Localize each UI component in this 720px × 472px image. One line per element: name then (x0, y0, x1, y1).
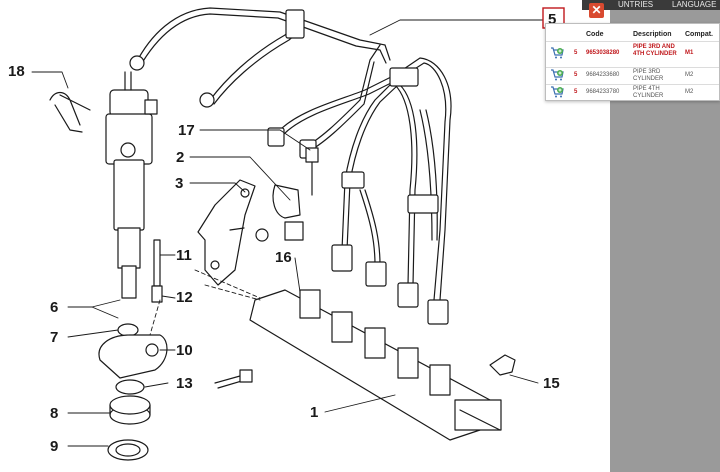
row-description: PIPE 4TH CYLINDER (633, 86, 664, 99)
header-description: Description (633, 31, 672, 38)
callout-11[interactable]: 11 (176, 247, 192, 264)
guide-lines (149, 269, 261, 336)
callout-1[interactable]: 1 (310, 404, 318, 421)
callout-15[interactable]: 15 (543, 375, 560, 392)
o-ring (115, 379, 145, 395)
row-code: 9684233680 (586, 72, 620, 78)
nav-countries[interactable]: UNTRIES (618, 0, 654, 9)
divider (546, 41, 719, 42)
callout-12[interactable]: 12 (176, 289, 193, 306)
pipe-sleeves (129, 9, 449, 325)
callout-10[interactable]: 10 (176, 342, 193, 359)
callout-17[interactable]: 17 (178, 122, 195, 139)
seal (107, 439, 149, 461)
washer (117, 323, 139, 337)
callout-5[interactable]: 5 (548, 11, 556, 28)
add-to-cart-icon[interactable] (550, 69, 564, 81)
clip (49, 91, 91, 133)
rail-bolt (214, 354, 516, 389)
bracket (197, 179, 256, 286)
callout-8[interactable]: 8 (50, 405, 58, 422)
row-description: PIPE 3RD AND 4TH CYLINDER (633, 44, 677, 57)
divider (546, 84, 719, 85)
nut (109, 395, 151, 425)
callout-18[interactable]: 18 (8, 63, 25, 80)
nav-language[interactable]: LANGUAGE (672, 0, 717, 9)
callout-16[interactable]: 16 (275, 249, 292, 266)
add-to-cart-icon[interactable] (550, 86, 564, 98)
row-description: PIPE 3RD CYLINDER (633, 69, 664, 82)
injector[interactable] (105, 71, 158, 299)
row-qty: 5 (574, 50, 578, 56)
row-qty: 5 (574, 89, 578, 95)
callout-13[interactable]: 13 (176, 375, 193, 392)
row-compat: M2 (685, 72, 694, 78)
row-qty: 5 (574, 72, 578, 78)
bolt (151, 239, 163, 303)
leader-lines (31, 19, 544, 447)
stud-group (229, 147, 319, 242)
parts-diagram: 18 17 2 3 11 6 12 7 10 13 8 9 16 1 15 5 (8, 7, 565, 461)
add-to-cart-icon[interactable] (550, 47, 564, 59)
callout-3[interactable]: 3 (175, 175, 183, 192)
callout-9[interactable]: 9 (50, 438, 58, 455)
row-code: 9684233780 (586, 89, 620, 95)
top-navigation: UNTRIES LANGUAGE (582, 0, 720, 10)
divider (546, 67, 719, 68)
callout-7[interactable]: 7 (50, 329, 58, 346)
row-code: 9653038280 (586, 50, 620, 56)
clamp (98, 334, 168, 379)
row-compat: M2 (685, 89, 694, 95)
parts-popup: ✕ Code Description Compat. 5 9653038280 … (545, 3, 720, 101)
callout-6[interactable]: 6 (50, 299, 58, 316)
fuel-rail[interactable] (249, 289, 502, 441)
callout-2[interactable]: 2 (176, 149, 184, 166)
row-compat: M1 (685, 50, 694, 56)
close-icon[interactable]: ✕ (589, 3, 604, 18)
header-compat: Compat. (685, 31, 713, 38)
header-code: Code (586, 31, 604, 38)
